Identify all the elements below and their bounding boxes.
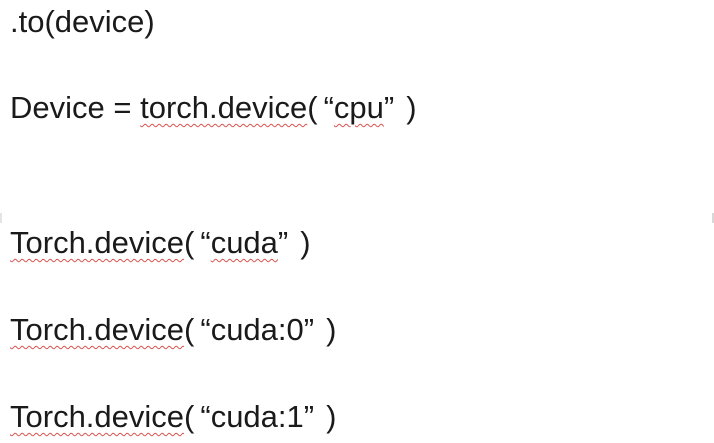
open-quote: “: [200, 399, 211, 434]
close-quote: ”: [303, 312, 315, 347]
code-line-device-cpu: Device = torch.device(“cpu”): [10, 88, 417, 128]
device-arg-cuda-1: cuda:1: [210, 399, 304, 434]
code-line-to-device: .to(device): [10, 2, 155, 42]
device-arg-cpu: cpu: [333, 90, 384, 125]
code-line-device-cuda-0: Torch.device(“cuda:0”): [10, 310, 336, 350]
open-paren: (: [184, 399, 195, 434]
left-edge-mark: [0, 213, 2, 223]
close-quote: ”: [277, 225, 289, 260]
open-paren: (: [184, 225, 195, 260]
close-quote: ”: [383, 90, 395, 125]
open-quote: “: [323, 90, 334, 125]
torch-device-call: Torch.device: [10, 312, 185, 347]
open-paren: (: [184, 312, 195, 347]
torch-device-call: Torch.device: [10, 399, 185, 434]
close-paren: ): [326, 399, 337, 434]
assignment-prefix: Device =: [10, 90, 141, 125]
close-quote: ”: [303, 399, 315, 434]
right-edge-mark: [712, 213, 714, 223]
code-line-device-cuda-1: Torch.device(“cuda:1”): [10, 397, 336, 437]
code-line-device-cuda: Torch.device(“cuda”): [10, 223, 311, 263]
torch-device-call: Torch.device: [10, 225, 185, 260]
torch-device-call: torch.device: [140, 90, 308, 125]
open-quote: “: [200, 225, 211, 260]
close-paren: ): [406, 90, 417, 125]
close-paren: ): [326, 312, 337, 347]
open-quote: “: [200, 312, 211, 347]
open-paren: (: [307, 90, 318, 125]
to-device-text: .to(device): [10, 4, 155, 39]
close-paren: ): [300, 225, 311, 260]
device-arg-cuda: cuda: [210, 225, 278, 260]
device-arg-cuda-0: cuda:0: [210, 312, 304, 347]
